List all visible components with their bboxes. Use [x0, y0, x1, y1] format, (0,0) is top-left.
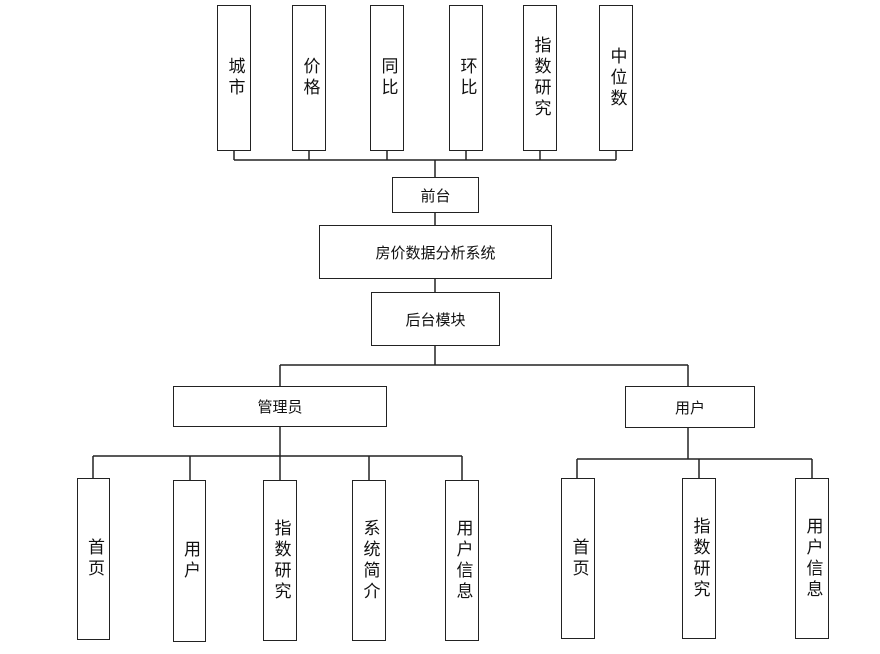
node-admin-user-info: 用户信息	[445, 480, 479, 641]
node-label: 首页	[568, 537, 589, 580]
node-label: 房价数据分析系统	[375, 243, 496, 262]
node-frontend: 前台	[392, 177, 479, 213]
node-label: 用户	[674, 398, 705, 417]
node-label: 价格	[299, 57, 320, 99]
node-label: 首页	[84, 538, 104, 580]
node-admin: 管理员	[173, 386, 387, 427]
node-user: 用户	[625, 386, 755, 428]
node-label: 用户	[180, 540, 200, 582]
node-label: 城市	[224, 57, 245, 99]
node-label: 同比	[377, 57, 398, 99]
node-label: 后台模块	[405, 310, 466, 329]
node-admin-index-research: 指数研究	[263, 480, 297, 641]
node-user-home: 首页	[561, 478, 595, 639]
node-label: 环比	[456, 57, 477, 99]
node-user-user-info: 用户信息	[795, 478, 829, 639]
node-label: 管理员	[257, 398, 303, 416]
node-mom: 环比	[449, 5, 483, 151]
node-label: 系统简介	[359, 518, 380, 603]
node-label: 用户信息	[802, 516, 823, 601]
node-label: 用户信息	[452, 518, 473, 603]
node-label: 指数研究	[689, 516, 710, 601]
node-label: 前台	[420, 186, 451, 205]
node-label: 指数研究	[270, 518, 291, 603]
node-label: 中位数	[606, 46, 627, 110]
node-price: 价格	[292, 5, 326, 151]
node-label: 指数研究	[530, 36, 551, 120]
node-yoy: 同比	[370, 5, 404, 151]
node-user-index-research: 指数研究	[682, 478, 716, 639]
node-admin-system-intro: 系统简介	[352, 480, 386, 641]
node-index-research: 指数研究	[523, 5, 557, 151]
node-admin-users: 用户	[173, 480, 206, 642]
node-system: 房价数据分析系统	[319, 225, 552, 279]
node-backend: 后台模块	[371, 292, 500, 346]
node-median: 中位数	[599, 5, 633, 151]
node-admin-home: 首页	[77, 478, 110, 640]
node-city: 城市	[217, 5, 251, 151]
